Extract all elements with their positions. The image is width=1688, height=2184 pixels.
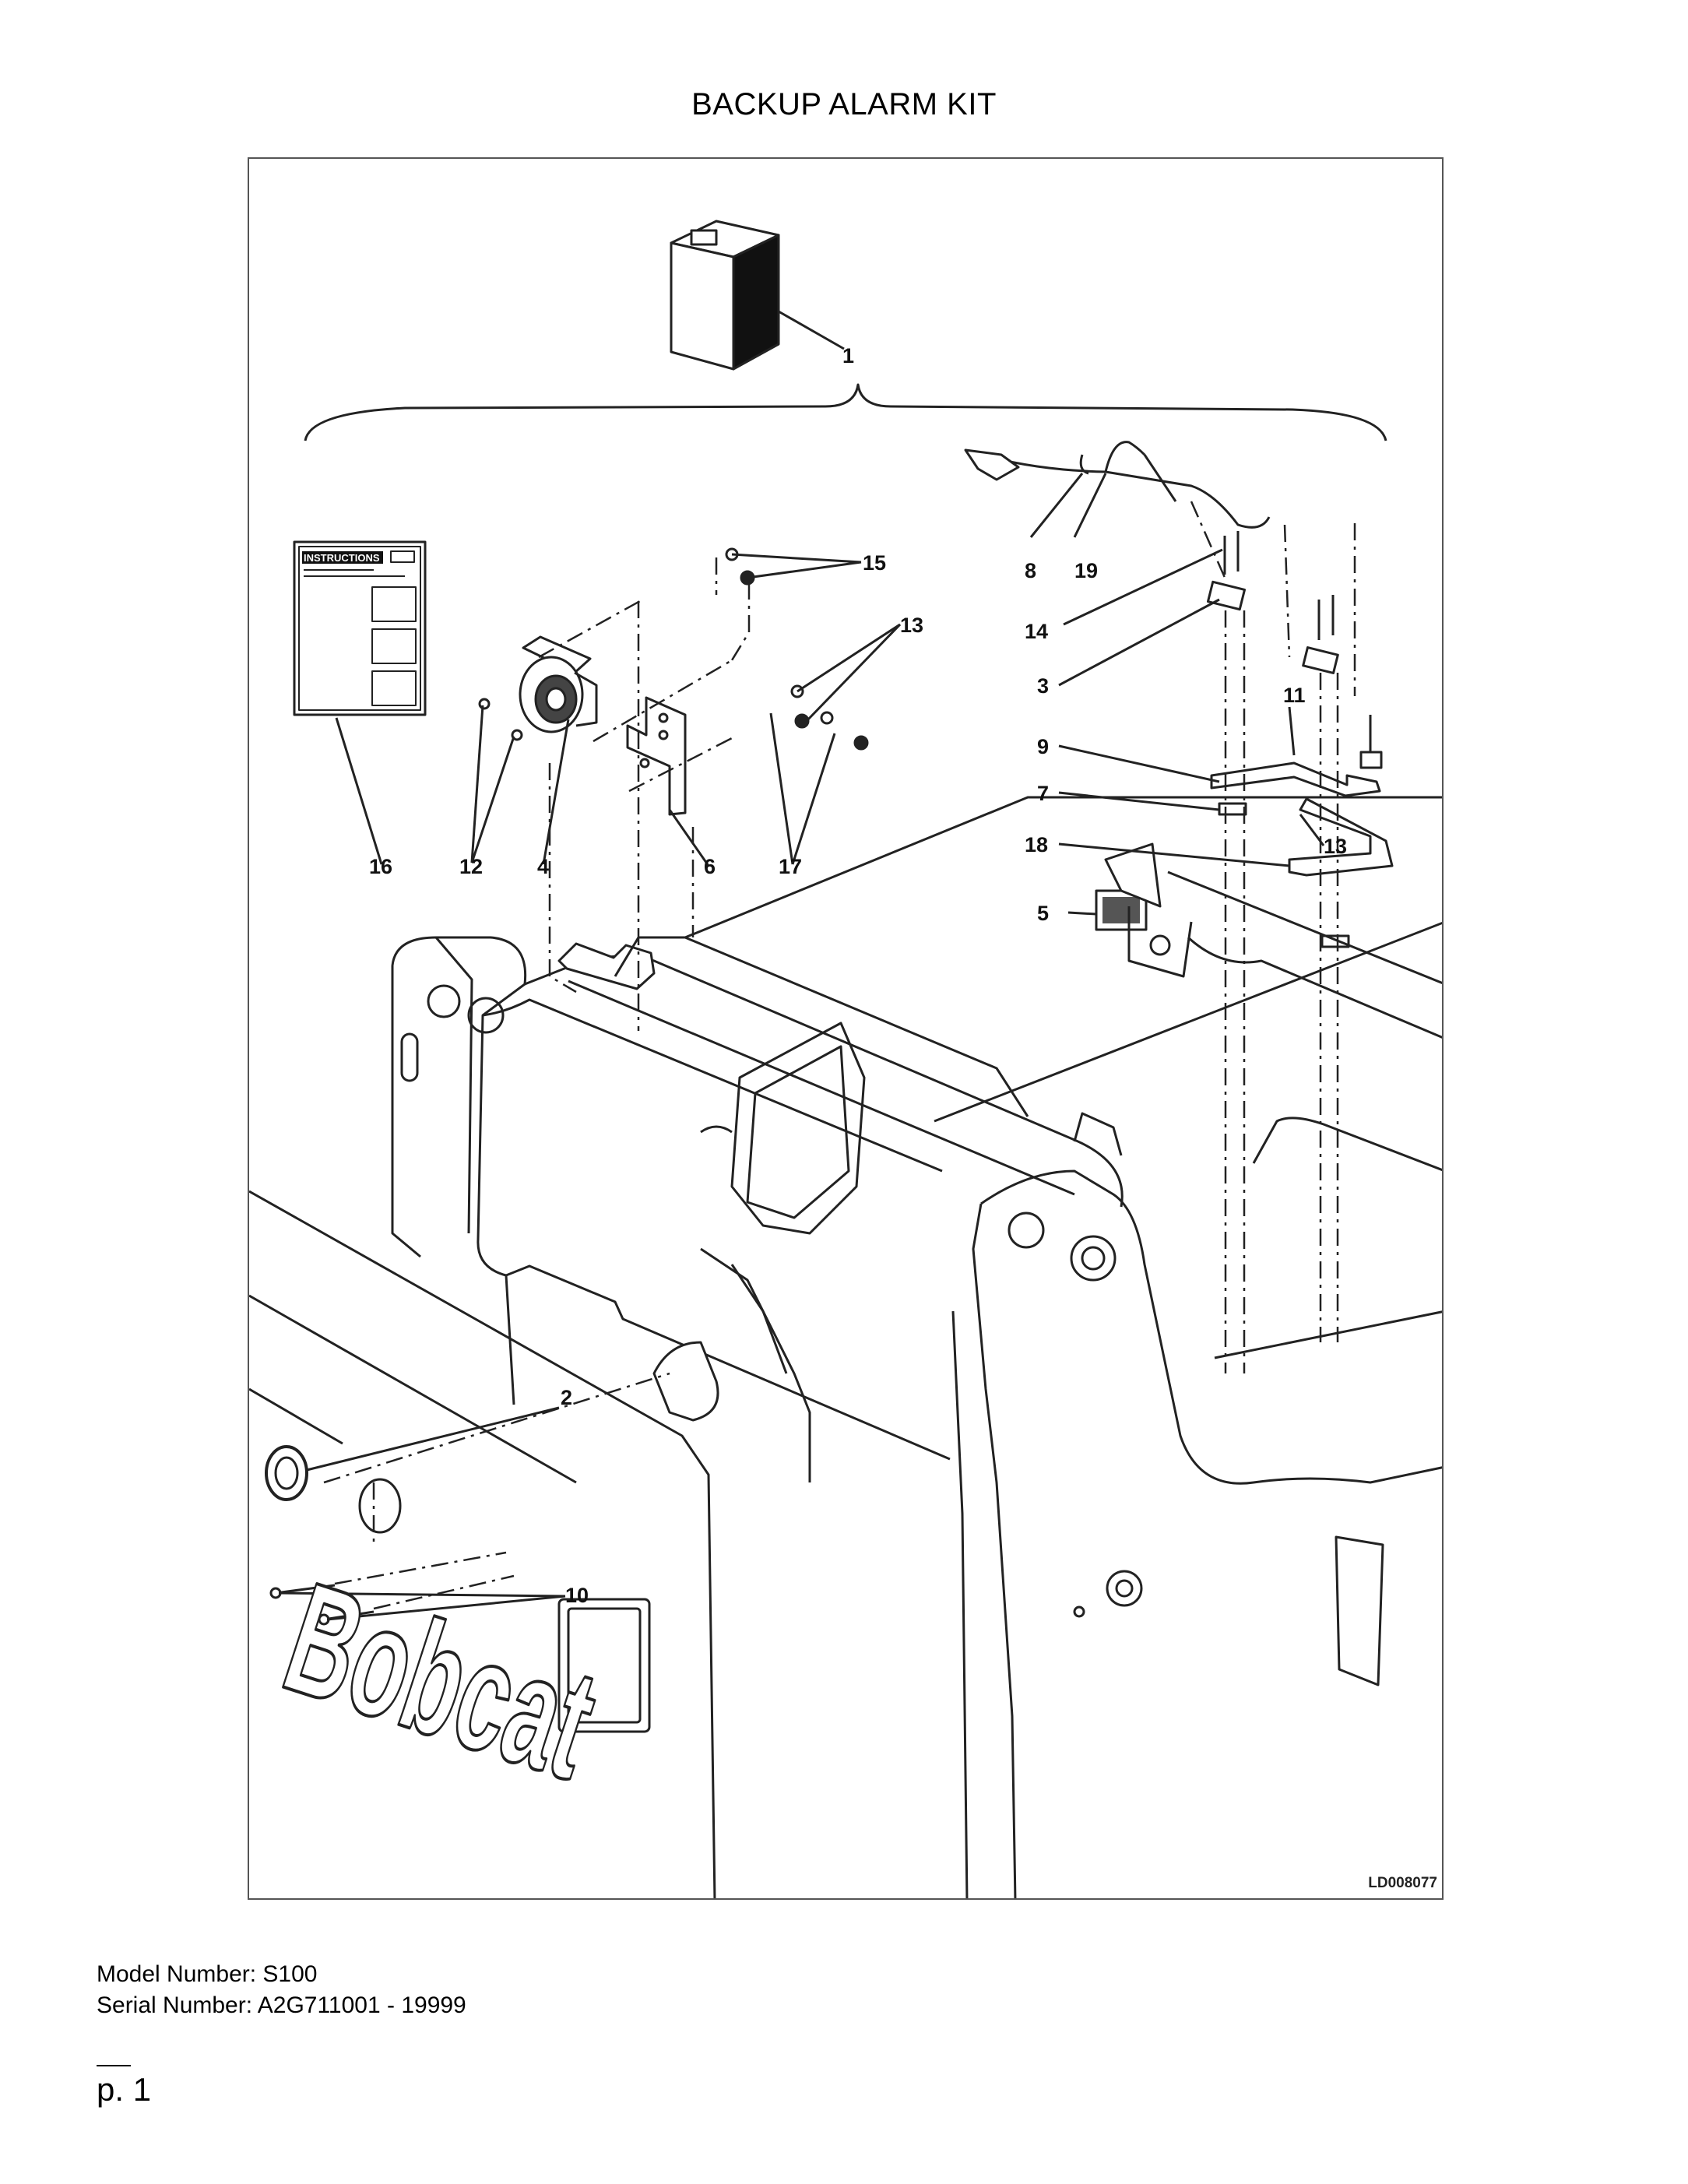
callout-18: 18 [1025,833,1048,856]
serial-number: Serial Number: A2G711001 - 19999 [97,1992,466,2018]
callout-13-top: 13 [900,614,923,637]
model-info: Model Number: S100 Serial Number: A2G711… [97,1959,466,2021]
warning-decal [1095,889,1148,931]
kit-brace [304,383,1387,441]
assembly-lines [323,501,1356,1610]
bobcat-brand-text: Bobcat [266,1549,614,1813]
callout-5: 5 [1037,902,1049,925]
wire-harness [964,441,1271,529]
instructions-decal [293,540,427,716]
exploded-parts-diagram: Bobcat INSTRUCTIONS 1 2 3 4 5 6 7 8 9 10… [248,157,1444,1900]
switch-assembly [1206,531,1339,674]
callout-8: 8 [1025,559,1036,582]
page-title: BACKUP ALARM KIT [691,87,997,121]
leader-lines [278,310,1325,1621]
model-number: Model Number: S100 [97,1961,318,1987]
callout-19: 19 [1074,559,1098,582]
callout-13-right: 13 [1324,835,1347,858]
kit-box [670,220,780,371]
callout-7: 7 [1037,782,1049,805]
callout-numbers: 1 2 3 4 5 6 7 8 9 10 11 12 13 13 14 15 1… [369,344,1347,1607]
figure-code: LD008077 [1368,1875,1437,1891]
callout-15: 15 [863,551,886,575]
callout-14: 14 [1025,620,1048,643]
callout-11: 11 [1283,684,1306,707]
callout-4: 4 [537,855,549,878]
callout-17: 17 [779,855,802,878]
page-rule [97,2065,131,2066]
callout-1: 1 [842,344,854,368]
callout-6: 6 [704,855,716,878]
backup-alarm [478,635,598,741]
page-number: p. 1 [97,2071,152,2108]
alarm-bracket [626,696,687,816]
callout-16: 16 [369,855,392,878]
grommet [265,1445,308,1501]
callout-3: 3 [1037,674,1049,698]
callout-9: 9 [1037,735,1049,758]
callout-12: 12 [459,855,483,878]
brand-lettering: Bobcat [266,1549,616,1814]
switch-bracket-upper [1210,761,1381,797]
callout-10: 10 [565,1584,589,1607]
instructions-decal-label: INSTRUCTIONS [304,552,380,564]
callout-2: 2 [561,1386,572,1409]
loader-frame [249,796,1442,1898]
diagram-drawing: Bobcat INSTRUCTIONS 1 2 3 4 5 6 7 8 9 10… [249,220,1442,1898]
